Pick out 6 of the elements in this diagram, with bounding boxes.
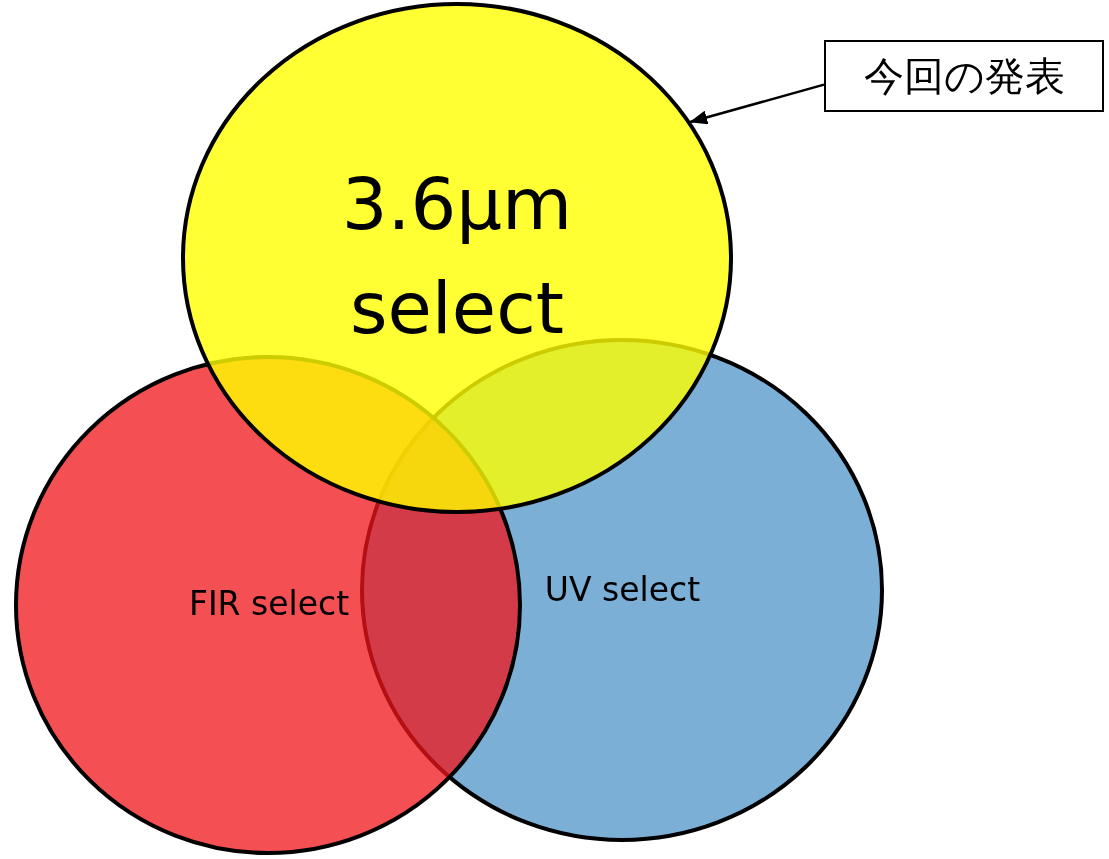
circle-label: 3.6μm select: [340, 161, 574, 353]
leader-arrow: [689, 83, 825, 125]
venn-circle: [181, 2, 733, 514]
circle-label: FIR select: [187, 583, 351, 625]
circle-label: UV select: [543, 569, 702, 611]
callout-box: 今回の発表: [824, 40, 1104, 112]
